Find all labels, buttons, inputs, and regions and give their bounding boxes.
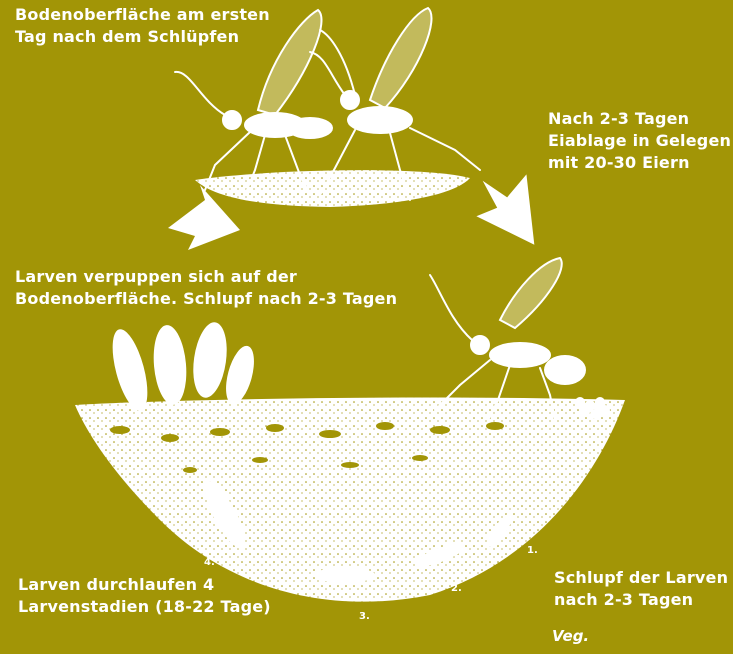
larva-stage-3 — [315, 567, 375, 583]
pupae — [106, 320, 260, 414]
label-larval-hatching: Schlupf der Larven nach 2-3 Tagen — [554, 567, 728, 611]
artist-signature: Veg. — [552, 627, 589, 645]
stage-number-3: 3. — [359, 611, 370, 622]
stage-number-2: 2. — [451, 583, 462, 594]
arrow-top-right — [473, 167, 546, 245]
label-egg-laying: Nach 2-3 Tagen Eiablage in Gelegen mit 2… — [548, 108, 731, 174]
stage-number-1: 1. — [527, 545, 538, 556]
label-adult-emergence: Bodenoberfläche am ersten Tag nach dem S… — [15, 4, 270, 48]
label-larval-stages: Larven durchlaufen 4 Larvenstadien (18-2… — [18, 574, 271, 618]
upper-soil-mound — [195, 170, 470, 207]
label-pupation: Larven verpuppen sich auf der Bodenoberf… — [15, 266, 397, 310]
egg-laying-fly — [430, 258, 585, 420]
stage-number-4: 4. — [204, 557, 215, 568]
